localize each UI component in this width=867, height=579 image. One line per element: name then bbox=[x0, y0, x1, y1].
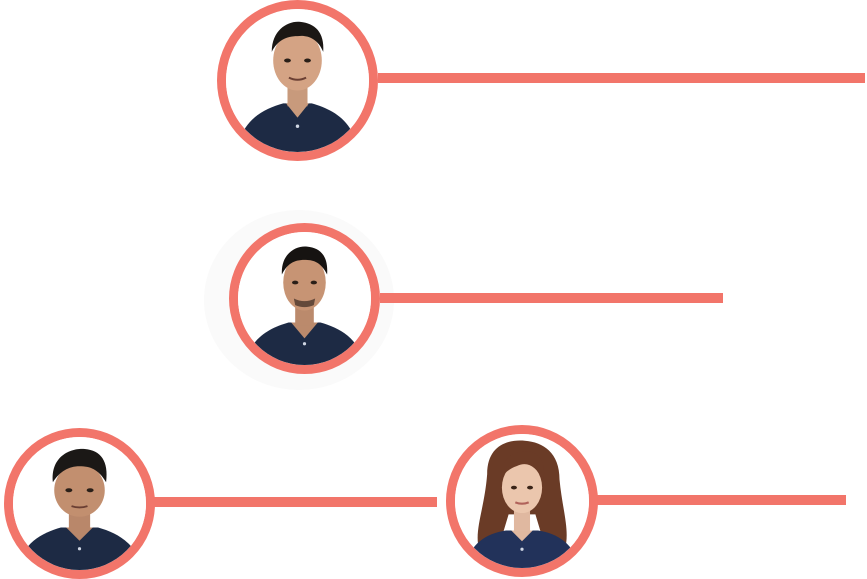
connector-bar bbox=[378, 73, 865, 83]
connector-bar bbox=[380, 293, 723, 303]
team-member-avatar bbox=[217, 0, 378, 161]
portrait-photo bbox=[455, 434, 589, 568]
portrait-photo bbox=[238, 232, 371, 365]
team-member-avatar bbox=[446, 425, 598, 577]
team-member-avatar bbox=[4, 428, 155, 579]
connector-bar bbox=[596, 495, 846, 505]
portrait-photo bbox=[226, 9, 369, 152]
portrait-photo bbox=[13, 437, 146, 570]
connector-bar bbox=[153, 497, 437, 507]
team-member-avatar bbox=[229, 223, 380, 374]
